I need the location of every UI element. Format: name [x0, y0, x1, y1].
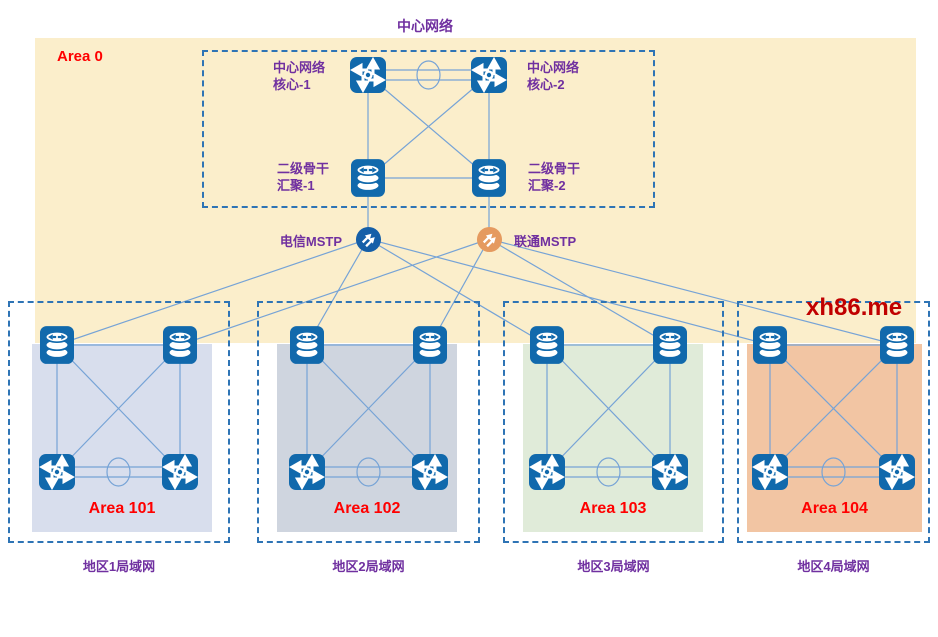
central-network-box: [202, 50, 655, 208]
area103-sw1-switch-stack-icon: [530, 326, 564, 364]
region-2-lan-label: 地区2局域网: [332, 559, 405, 574]
mstp-telecom-label: 电信MSTP: [279, 234, 342, 249]
watermark: xh86.me: [806, 294, 903, 321]
area-104-label: Area 104: [801, 500, 868, 517]
area103-sw2-switch-stack-icon: [653, 326, 687, 364]
area104-rt1-router-icon: [752, 454, 788, 490]
agg-2-label: 二级骨干 汇聚-2: [528, 161, 581, 193]
core-2-label: 中心网络 核心-2: [527, 60, 580, 92]
core-2-router-icon: [471, 57, 507, 93]
area102-rt2-router-icon: [412, 454, 448, 490]
core-1-label: 中心网络 核心-1: [273, 60, 326, 92]
agg-2-switch-stack-icon: [472, 159, 506, 197]
area-0-label: Area 0: [57, 48, 103, 65]
area102-sw1-switch-stack-icon: [290, 326, 324, 364]
area104-rt2-router-icon: [879, 454, 915, 490]
area102-sw2-switch-stack-icon: [413, 326, 447, 364]
mstp-telecom-mstp-icon: [355, 226, 382, 253]
area101-rt2-router-icon: [162, 454, 198, 490]
region-1-lan-label: 地区1局域网: [82, 559, 156, 574]
area101-sw1-switch-stack-icon: [40, 326, 74, 364]
mstp-unicom-mstp-icon: [476, 226, 503, 253]
diagram-title: 中心网络: [397, 18, 453, 34]
area103-rt1-router-icon: [529, 454, 565, 490]
agg-1-label: 二级骨干 汇聚-1: [277, 161, 330, 193]
area-103-label: Area 103: [579, 500, 647, 517]
area-102-label: Area 102: [333, 500, 401, 517]
core-1-router-icon: [350, 57, 386, 93]
mstp-unicom-label: 联通MSTP: [514, 234, 577, 249]
area104-sw2-switch-stack-icon: [880, 326, 914, 364]
region-3-lan-label: 地区3局域网: [577, 559, 650, 574]
region-4-lan-label: 地区4局域网: [797, 559, 870, 574]
area101-rt1-router-icon: [39, 454, 75, 490]
agg-1-switch-stack-icon: [351, 159, 385, 197]
area104-sw1-switch-stack-icon: [753, 326, 787, 364]
area-101-label: Area 101: [88, 500, 156, 517]
area101-sw2-switch-stack-icon: [163, 326, 197, 364]
area103-rt2-router-icon: [652, 454, 688, 490]
area102-rt1-router-icon: [289, 454, 325, 490]
